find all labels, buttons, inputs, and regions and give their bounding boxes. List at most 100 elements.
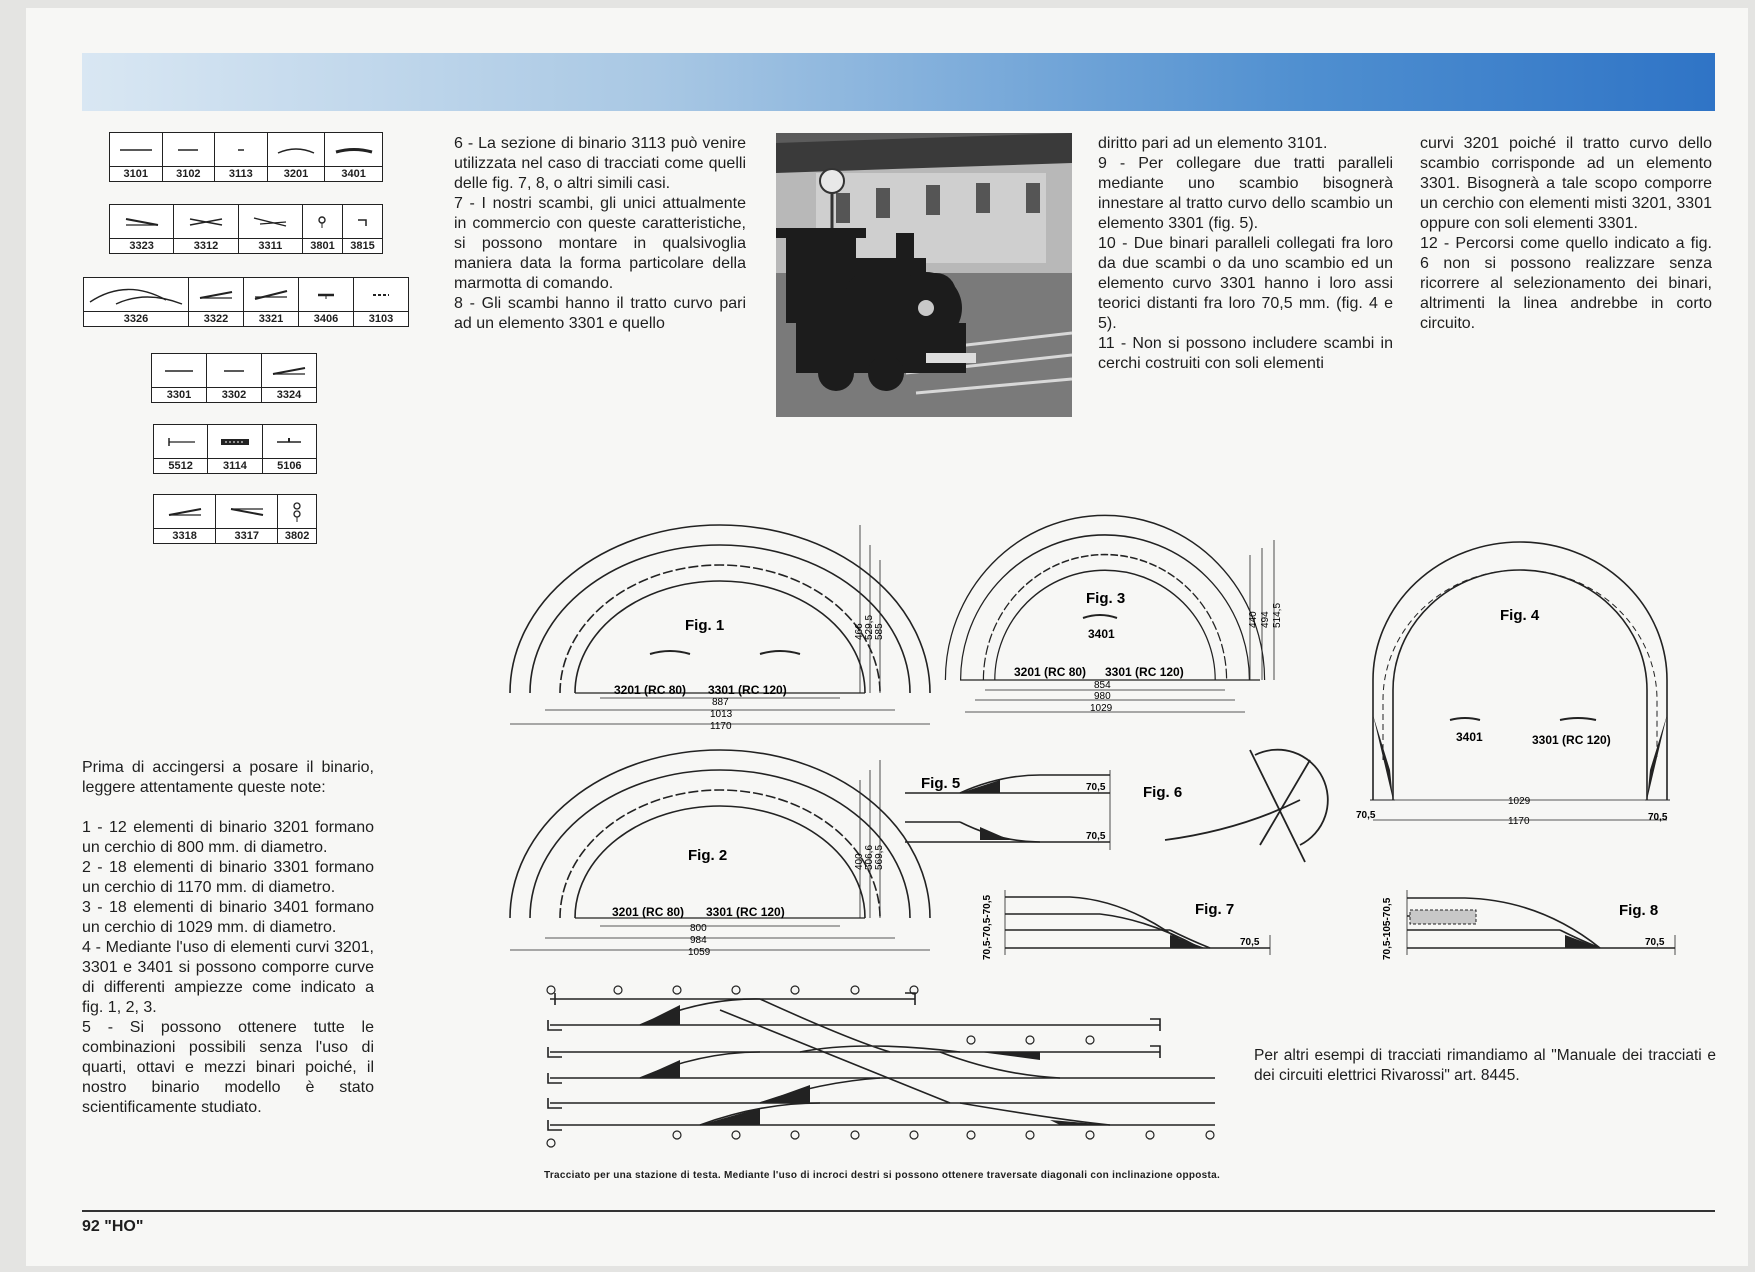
figure-6: Fig. 6 xyxy=(1143,748,1329,863)
fig1-label-b: 3301 (RC 120) xyxy=(708,683,787,697)
fig5-dim-a: 70,5 xyxy=(1086,782,1106,793)
part-code: 3317 xyxy=(215,528,279,544)
fig2-height-3: 569,5 xyxy=(874,845,885,870)
part-code: 3301 xyxy=(151,387,207,403)
figure-5: Fig. 5 70,5 70,5 xyxy=(905,770,1111,850)
fig1-width-2: 1013 xyxy=(710,709,733,720)
fig4-side-right: 70,5 xyxy=(1648,812,1668,823)
part-code: 3311 xyxy=(237,238,303,254)
page-number: 92 "HO" xyxy=(82,1218,144,1235)
part-code: 5106 xyxy=(261,458,318,474)
station-plan xyxy=(546,985,1215,1148)
fig3-height-1: 440 xyxy=(1248,611,1259,628)
fig4-side-left: 70,5 xyxy=(1356,810,1376,821)
fig3-width-2: 980 xyxy=(1094,691,1111,702)
figure-4: Fig. 4 3401 3301 (RC 120) 1029 1170 70,5… xyxy=(1356,541,1670,827)
uncoupler-icon xyxy=(298,277,354,312)
part-code: 3406 xyxy=(298,311,354,327)
part-code: 3321 xyxy=(243,311,299,327)
note-4: 4 - Mediante l'uso di elementi curvi 320… xyxy=(82,939,374,1016)
figure-8: Fig. 8 70,5 70,5-105-70,5 xyxy=(1382,890,1676,960)
fig2-title: Fig. 2 xyxy=(688,847,727,864)
fig3-title: Fig. 3 xyxy=(1086,590,1125,607)
crossing-icon xyxy=(173,204,239,239)
part-code: 3114 xyxy=(207,458,263,474)
manual-reference-text: Per altri esempi di tracciati rimandiamo… xyxy=(1254,1047,1716,1084)
dashed-track-icon xyxy=(353,277,409,312)
track-straight-icon xyxy=(151,353,207,388)
figure-7: Fig. 7 70,5 70,5-70,5-70,5 xyxy=(982,890,1271,960)
footer-rule xyxy=(82,1210,1715,1212)
fig1-height-2: 529,5 xyxy=(864,615,875,640)
note-7: 7 - I nostri scambi, gli unici attualmen… xyxy=(454,195,746,292)
fig3-label-a: 3201 (RC 80) xyxy=(1014,665,1086,679)
note-2: 2 - 18 elementi di binario 3301 formano … xyxy=(82,859,374,896)
track-straight-icon xyxy=(109,132,163,167)
fig4-title: Fig. 4 xyxy=(1500,607,1540,624)
fig4-width-1: 1029 xyxy=(1508,796,1531,807)
fig3-top-label: 3401 xyxy=(1088,627,1115,641)
fig1-height-1: 466 xyxy=(854,623,865,640)
station-plan-caption: Tracciato per una stazione di testa. Med… xyxy=(544,1170,1221,1181)
parts-table-1: 3101 3102 3113 3201 3401 xyxy=(109,132,383,182)
parts-table-3: 3326 3322 3321 3406 3103 xyxy=(83,277,409,327)
note-9: 9 - Per collegare due tratti paralleli m… xyxy=(1098,155,1393,232)
part-code: 3801 xyxy=(301,238,343,254)
intro-lead: Prima di accingersi a posare il binario,… xyxy=(82,759,374,796)
fig7-dim: 70,5 xyxy=(1240,937,1260,948)
notes-column-4: curvi 3201 poiché il tratto curvo dello … xyxy=(1420,134,1712,334)
notes-column-3: diritto pari ad un elemento 3101. 9 - Pe… xyxy=(1098,134,1393,374)
note-8: 8 - Gli scambi hanno il tratto curvo par… xyxy=(454,295,746,332)
note-6: 6 - La sezione di binario 3113 può venir… xyxy=(454,135,746,192)
fig8-title: Fig. 8 xyxy=(1619,902,1658,919)
contact-track-icon xyxy=(261,424,318,459)
double-signal-icon xyxy=(277,494,317,529)
fig1-title: Fig. 1 xyxy=(685,617,724,634)
fig7-vertical: 70,5-70,5-70,5 xyxy=(982,895,993,960)
part-code: 3101 xyxy=(109,166,163,182)
fig2-width-3: 1059 xyxy=(688,947,711,958)
parts-table-2: 3323 3312 3311 3801 3815 xyxy=(108,204,384,254)
fig2-width-2: 984 xyxy=(690,935,707,946)
notes-column-2: 6 - La sezione di binario 3113 può venir… xyxy=(454,134,746,334)
track-curve-thick-icon xyxy=(324,132,383,167)
note-11-cont: curvi 3201 poiché il tratto curvo dello … xyxy=(1420,135,1712,232)
part-code: 3802 xyxy=(277,528,317,544)
fig3-width-1: 854 xyxy=(1094,680,1111,691)
fig2-label-b: 3301 (RC 120) xyxy=(706,905,785,919)
fig1-height-3: 585 xyxy=(874,623,885,640)
bumper-icon xyxy=(341,204,384,239)
part-code: 3324 xyxy=(261,387,317,403)
figure-2: Fig. 2 3201 (RC 80) 3301 (RC 120) 800 98… xyxy=(509,749,931,958)
parts-table-4: 3301 3302 3324 xyxy=(151,353,317,403)
fig2-height-2: 506,6 xyxy=(864,845,875,870)
part-code: 3401 xyxy=(324,166,383,182)
fig2-width-1: 800 xyxy=(690,923,707,934)
fig7-title: Fig. 7 xyxy=(1195,901,1234,918)
fig8-dim: 70,5 xyxy=(1645,937,1665,948)
note-3: 3 - 18 elementi di binario 3401 formano … xyxy=(82,899,374,936)
fig1-label-a: 3201 (RC 80) xyxy=(614,683,686,697)
fig2-height-1: 400 xyxy=(854,853,865,870)
part-code: 3326 xyxy=(83,311,189,327)
fig1-width-1: 887 xyxy=(712,697,729,708)
switch-icon xyxy=(188,277,244,312)
note-1: 1 - 12 elementi di binario 3201 formano … xyxy=(82,819,374,856)
part-code: 3322 xyxy=(188,311,244,327)
parts-table-5: 5512 3114 5106 xyxy=(152,424,318,474)
parts-table-6: 3318 3317 3802 xyxy=(152,494,317,544)
part-code: 3302 xyxy=(206,387,262,403)
figure-3: Fig. 3 3401 3201 (RC 80) 3301 (RC 120) 8… xyxy=(944,514,1283,714)
track-curve-icon xyxy=(266,132,326,167)
header-band xyxy=(82,53,1715,111)
part-code: 3113 xyxy=(214,166,268,182)
fig8-vertical: 70,5-105-70,5 xyxy=(1382,897,1393,960)
switch-left-icon xyxy=(108,204,175,239)
fig1-width-3: 1170 xyxy=(710,721,732,732)
fig5-dim-b: 70,5 xyxy=(1086,831,1106,842)
note-12: 12 - Percorsi come quello indicato a fig… xyxy=(1420,235,1712,332)
curve-switch-icon xyxy=(83,277,189,312)
fig3-width-3: 1029 xyxy=(1090,703,1113,714)
note-10: 10 - Due binari paralleli collegati fra … xyxy=(1098,235,1393,332)
